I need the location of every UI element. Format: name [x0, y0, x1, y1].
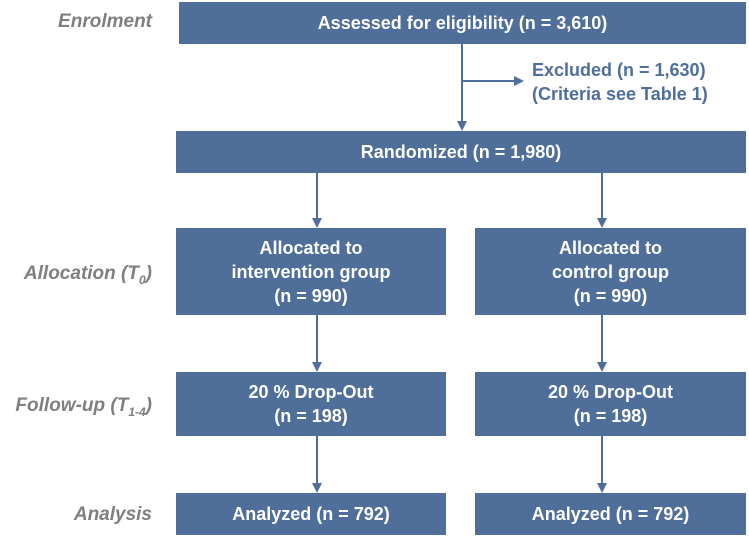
- analyzed-control-box: Analyzed (n = 792): [475, 493, 746, 535]
- randomized-box: Randomized (n = 1,980): [176, 131, 746, 173]
- stage-label-enrolment: Enrolment: [58, 11, 152, 32]
- dropout-intervention-box: 20 % Drop-Out (n = 198): [176, 372, 446, 436]
- stage-label-followup: Follow-up (T1-4): [15, 395, 152, 419]
- assessed-box: Assessed for eligibility (n = 3,610): [179, 2, 746, 44]
- analyzed-intervention-box: Analyzed (n = 792): [176, 493, 446, 535]
- allocation-control-box: Allocated to control group (n = 990): [475, 228, 746, 315]
- allocation-intervention-box: Allocated to intervention group (n = 990…: [176, 228, 446, 315]
- stage-label-allocation: Allocation (T0): [23, 263, 152, 287]
- excluded-note: Excluded (n = 1,630) (Criteria see Table…: [532, 60, 708, 104]
- dropout-control-box: 20 % Drop-Out (n = 198): [475, 372, 746, 436]
- stage-label-analysis: Analysis: [73, 504, 152, 525]
